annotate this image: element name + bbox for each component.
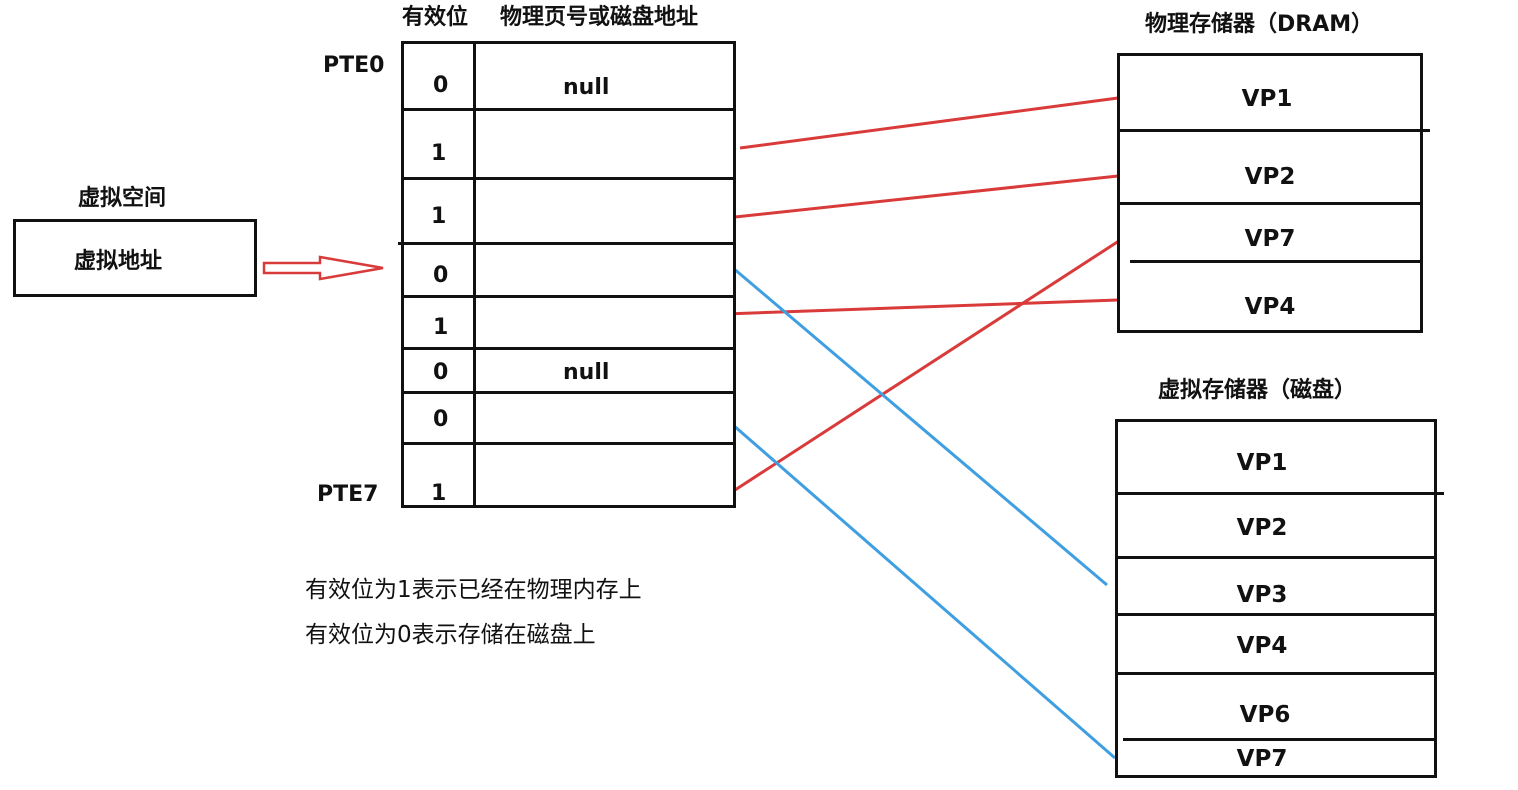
pte2-valid: 1: [431, 204, 447, 229]
disk-page: VP7: [1236, 746, 1288, 772]
pte1-valid: 1: [431, 141, 447, 166]
pte5-addr: null: [563, 360, 610, 385]
dram-row-divider: [1120, 202, 1420, 205]
link-pte4-dram-vp4: [724, 298, 1119, 316]
dram-page: VP4: [1244, 294, 1296, 320]
link-pte6-disk-vp7: [732, 423, 1116, 760]
dram-title: 物理存储器（DRAM）: [1145, 12, 1374, 37]
disk-row-divider: [1118, 492, 1444, 495]
row-divider: [398, 242, 733, 245]
dram-row-divider: [1130, 260, 1420, 263]
pte3-valid: 0: [433, 263, 449, 288]
disk-row-divider: [1118, 672, 1434, 675]
link-pte1-dram-vp1: [739, 96, 1119, 150]
disk-title: 虚拟存储器（磁盘）: [1158, 378, 1357, 403]
pte0-addr: null: [563, 75, 610, 100]
pte4-valid: 1: [433, 315, 449, 340]
link-pte7-dram-vp7: [734, 235, 1126, 492]
disk-page: VP6: [1239, 702, 1291, 728]
valid-bit-header: 有效位: [402, 5, 469, 30]
pte5-valid: 0: [433, 360, 449, 385]
pte7-valid: 1: [431, 481, 447, 506]
dram-row-divider: [1120, 129, 1430, 132]
disk-page: VP2: [1236, 515, 1288, 541]
row-divider: [404, 177, 733, 180]
disk-box: VP1 VP2 VP3 VP4 VP6 VP7: [1115, 419, 1444, 778]
pte7-label: PTE7: [317, 482, 379, 507]
pte6-valid: 0: [433, 407, 449, 432]
pte0-valid: 0: [433, 73, 449, 98]
row-divider: [404, 347, 733, 350]
dram-page: VP7: [1244, 226, 1296, 252]
link-pte3-disk-vp3: [732, 266, 1108, 587]
note-valid-0: 有效位为0表示存储在磁盘上: [305, 622, 596, 648]
pte0-label: PTE0: [323, 53, 385, 78]
virtual-address-box: 虚拟地址: [13, 219, 257, 297]
arrow-icon: [262, 255, 384, 281]
dram-page: VP2: [1244, 164, 1296, 190]
disk-page: VP3: [1236, 582, 1288, 608]
row-divider: [404, 442, 733, 445]
ppn-or-disk-header: 物理页号或磁盘地址: [500, 5, 699, 30]
page-table-column-divider: [473, 44, 476, 505]
row-divider: [404, 295, 733, 298]
note-valid-1: 有效位为1表示已经在物理内存上: [305, 577, 642, 603]
disk-page: VP4: [1236, 633, 1288, 659]
disk-page: VP1: [1236, 450, 1288, 476]
disk-row-divider: [1123, 738, 1434, 741]
page-table: 0 null 1 1 0 1 0 null 0 1: [398, 41, 736, 508]
dram-page: VP1: [1241, 86, 1293, 112]
row-divider: [404, 391, 733, 394]
disk-row-divider: [1118, 556, 1434, 559]
virtual-space-title: 虚拟空间: [78, 186, 167, 211]
disk-row-divider: [1118, 613, 1434, 616]
row-divider: [404, 108, 733, 111]
virtual-address-label: 虚拟地址: [74, 249, 163, 274]
link-pte2-dram-vp2: [734, 174, 1119, 219]
dram-box: VP1 VP2 VP7 VP4: [1117, 53, 1430, 333]
